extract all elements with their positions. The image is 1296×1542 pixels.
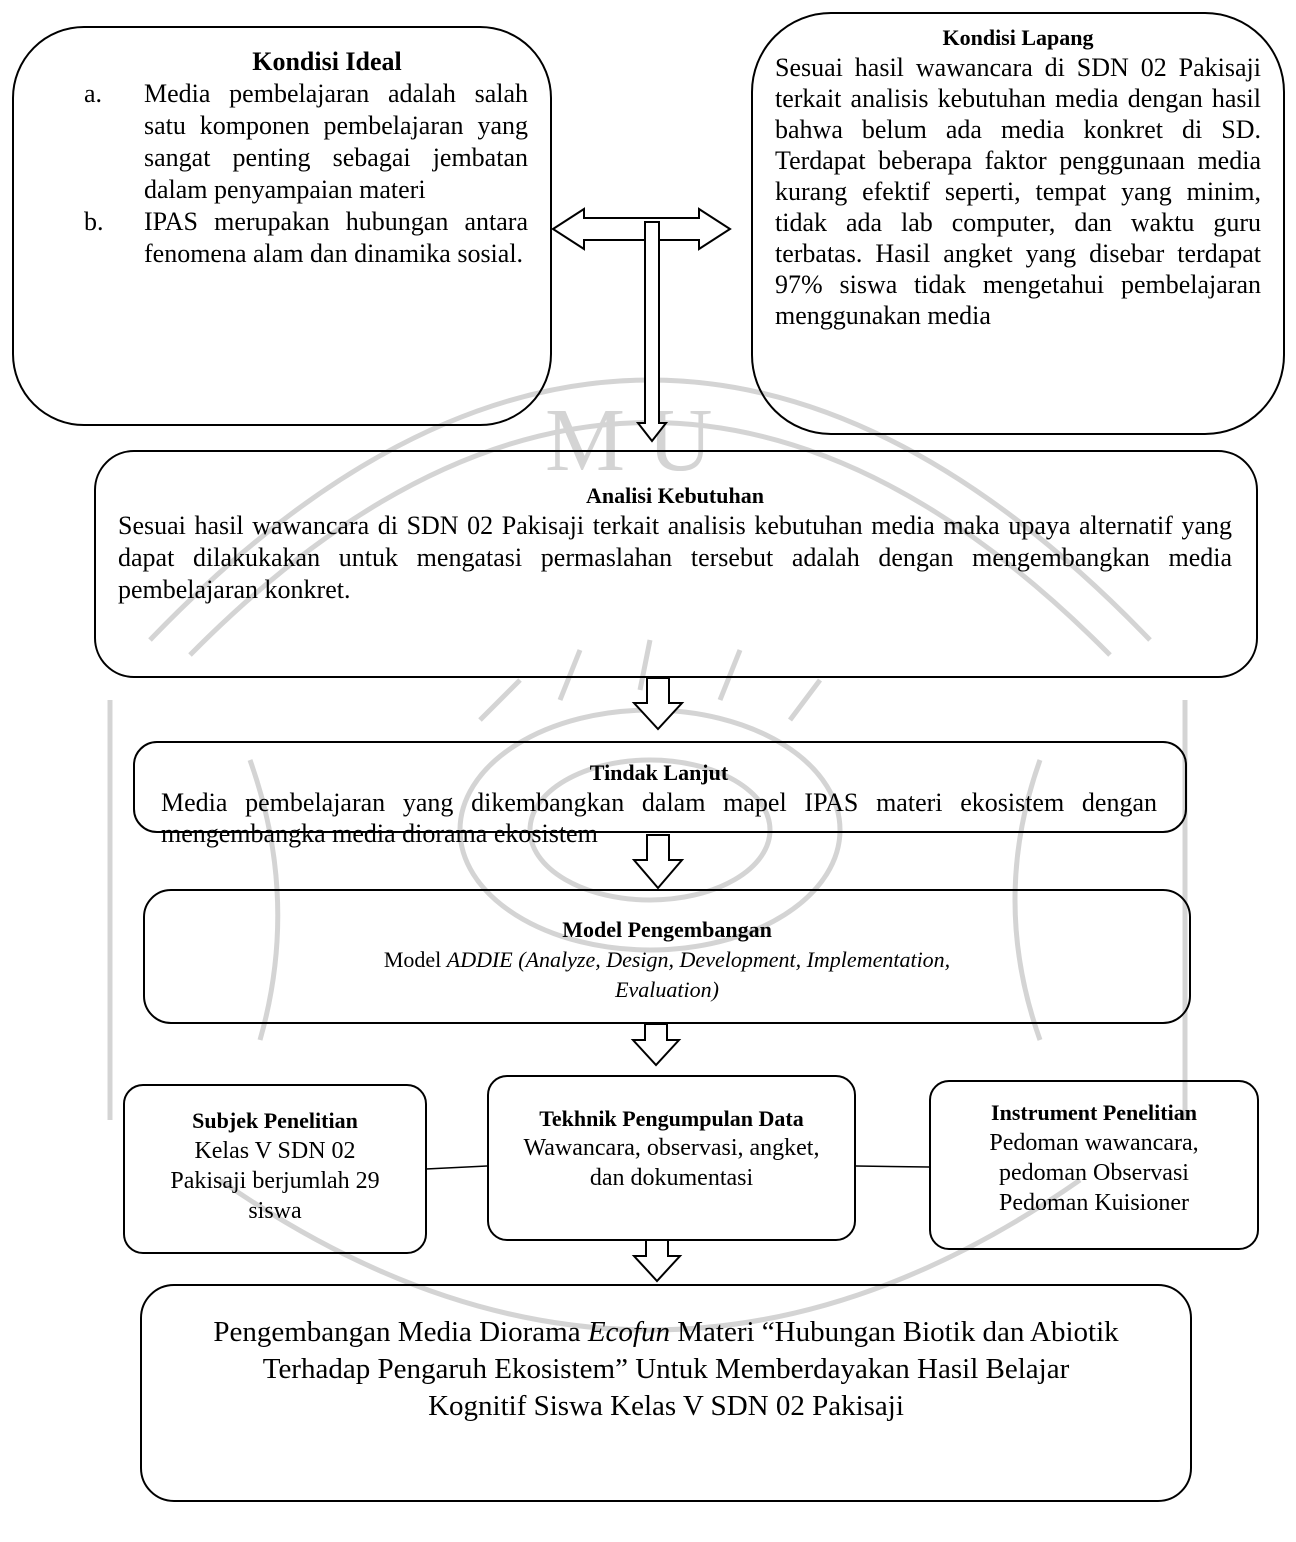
- tindak-lanjut-box: Tindak Lanjut Media pembelajaran yang di…: [133, 741, 1187, 848]
- model-addie: ADDIE (Analyze, Design, Development, Imp…: [446, 947, 951, 1002]
- tekhnik-pengumpulan-text: Wawancara, observasi, angket, dan dokume…: [523, 1135, 820, 1191]
- analisi-kebutuhan-text: Sesuai hasil wawancara di SDN 02 Pakisaj…: [118, 511, 1232, 604]
- kondisi-lapang-box: Kondisi Lapang Sesuai hasil wawancara di…: [751, 12, 1285, 435]
- watermark-letters: M U: [545, 391, 713, 490]
- connector-right: [855, 1165, 930, 1168]
- list-marker: a.: [84, 79, 103, 108]
- arrow-down-4: [630, 1023, 682, 1067]
- instrument-line-3: Pedoman Kuisioner: [999, 1190, 1189, 1216]
- hasil-box: Pengembangan Media Diorama Ecofun Materi…: [140, 1284, 1192, 1502]
- arrow-down-3: [631, 834, 685, 890]
- arrow-down-5: [631, 1239, 683, 1283]
- hasil-part-1: Pengembangan Media Diorama: [213, 1316, 588, 1348]
- tekhnik-pengumpulan-box: Tekhnik Pengumpulan Data Wawancara, obse…: [487, 1075, 856, 1241]
- list-item: b. IPAS merupakan hubungan antara fenome…: [84, 206, 528, 270]
- tindak-lanjut-text: Media pembelajaran yang dikembangkan dal…: [161, 788, 1157, 848]
- list-item-text: Media pembelajaran adalah salah satu kom…: [144, 79, 528, 204]
- subjek-penelitian-box: Subjek Penelitian Kelas V SDN 02 Pakisaj…: [123, 1084, 427, 1254]
- kondisi-ideal-title: Kondisi Ideal: [252, 47, 402, 76]
- analisi-kebutuhan-box: Analisi Kebutuhan Sesuai hasil wawancara…: [94, 450, 1258, 678]
- tindak-lanjut-title: Tindak Lanjut: [589, 760, 729, 785]
- analisi-kebutuhan-title: Analisi Kebutuhan: [586, 483, 764, 508]
- hasil-ecofun: Ecofun: [587, 1316, 670, 1348]
- connector-left: [425, 1165, 488, 1170]
- model-pengembangan-title: Model Pengembangan: [562, 917, 772, 942]
- arrow-down-2: [631, 677, 685, 731]
- tekhnik-pengumpulan-title: Tekhnik Pengumpulan Data: [539, 1106, 804, 1131]
- list-item: a. Media pembelajaran adalah salah satu …: [84, 78, 528, 206]
- list-item-text: IPAS merupakan hubungan antara fenomena …: [144, 207, 528, 268]
- instrument-penelitian-box: Instrument Penelitian Pedoman wawancara,…: [929, 1080, 1259, 1250]
- hasil-text: Pengembangan Media Diorama Ecofun Materi…: [182, 1314, 1150, 1425]
- model-pengembangan-text: Model ADDIE (Analyze, Design, Developmen…: [345, 945, 989, 1005]
- kondisi-lapang-text: Sesuai hasil wawancara di SDN 02 Pakisaj…: [775, 53, 1261, 330]
- instrument-line-1: Pedoman wawancara,: [989, 1130, 1199, 1156]
- list-marker: b.: [84, 207, 104, 236]
- arrow-down-1: [635, 221, 669, 443]
- instrument-penelitian-title: Instrument Penelitian: [991, 1100, 1197, 1125]
- subjek-penelitian-title: Subjek Penelitian: [192, 1108, 358, 1133]
- instrument-line-2: pedoman Observasi: [999, 1160, 1189, 1186]
- hasil-part-2: Materi “Hubungan Biotik dan Abiotik Terh…: [262, 1316, 1119, 1422]
- kondisi-lapang-title: Kondisi Lapang: [942, 25, 1094, 50]
- kondisi-ideal-list: a. Media pembelajaran adalah salah satu …: [84, 78, 528, 270]
- model-pengembangan-box: Model Pengembangan Model ADDIE (Analyze,…: [143, 889, 1191, 1024]
- double-arrow-horizontal: [551, 207, 732, 251]
- kondisi-ideal-box: Kondisi Ideal a. Media pembelajaran adal…: [12, 26, 552, 426]
- model-prefix: Model: [383, 947, 447, 972]
- subjek-penelitian-text: Kelas V SDN 02 Pakisaji berjumlah 29 sis…: [170, 1138, 380, 1224]
